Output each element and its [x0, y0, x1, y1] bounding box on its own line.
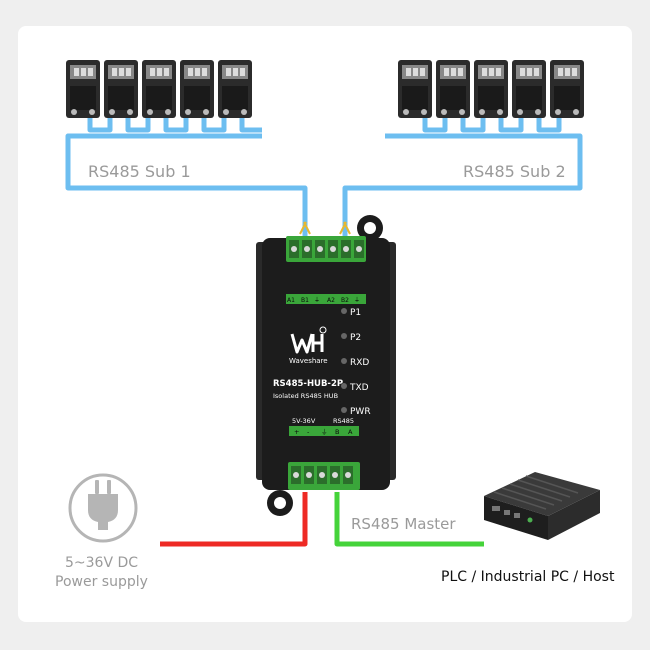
slave-device-icon [398, 60, 432, 118]
slave-device-icon [474, 60, 508, 118]
sub1-label: RS485 Sub 1 [88, 162, 191, 181]
slave-device-icon [218, 60, 252, 118]
master-wire [334, 492, 484, 547]
rs485-hub-device: A1 B1 ⏚ A2 B2 ⏚ Waveshare P1 P2 RXD TXD … [256, 215, 396, 516]
industrial-pc-icon [484, 472, 600, 540]
bottom-pin-plus: + [294, 428, 299, 436]
slave-device-icon [142, 60, 176, 118]
bottom-pin-a: A [348, 428, 353, 436]
led-label-p2: P2 [350, 333, 361, 343]
slave-device-icon [180, 60, 214, 118]
sub1-devices [66, 60, 252, 118]
slave-device-icon [550, 60, 584, 118]
led-label-p1: P1 [350, 308, 361, 318]
waveshare-logo [290, 326, 327, 354]
indicator-leds [341, 308, 347, 413]
top-pin-gnd2: ⏚ [354, 297, 360, 304]
led-label-rxd: RXD [350, 358, 369, 368]
power-wire [160, 492, 308, 547]
master-label: RS485 Master [351, 515, 456, 533]
slave-device-icon [512, 60, 546, 118]
top-pin-A1: A1 [287, 297, 295, 304]
sub1-bus [65, 118, 308, 240]
bottom-pin-minus: - [307, 428, 310, 436]
power-plug-icon [68, 473, 138, 543]
bottom-pin-gnd: ⏚ [321, 428, 328, 436]
top-pin-B2: B2 [341, 297, 349, 304]
sub2-devices [398, 60, 584, 118]
bottom-section-rs485: RS485 [333, 417, 354, 425]
power-label-supply: Power supply [55, 574, 148, 590]
bottom-section-power: 5V-36V [292, 417, 316, 425]
led-label-pwr: PWR [350, 407, 371, 417]
bottom-pin-b: B [335, 428, 339, 436]
host-label: PLC / Industrial PC / Host [441, 569, 615, 585]
slave-device-icon [66, 60, 100, 118]
slave-device-icon [104, 60, 138, 118]
slave-device-icon [436, 60, 470, 118]
top-pin-A2: A2 [327, 297, 335, 304]
led-label-txd: TXD [349, 383, 369, 393]
sub2-bus [342, 118, 583, 240]
sub2-label: RS485 Sub 2 [463, 162, 566, 181]
top-pin-gnd1: ⏚ [314, 297, 320, 304]
model-label: RS485-HUB-2P [273, 379, 343, 389]
brand-label: Waveshare [289, 357, 328, 365]
model-subtitle: Isolated RS485 HUB [273, 392, 338, 400]
power-label-voltage: 5~36V DC [65, 555, 138, 571]
top-pin-B1: B1 [301, 297, 309, 304]
